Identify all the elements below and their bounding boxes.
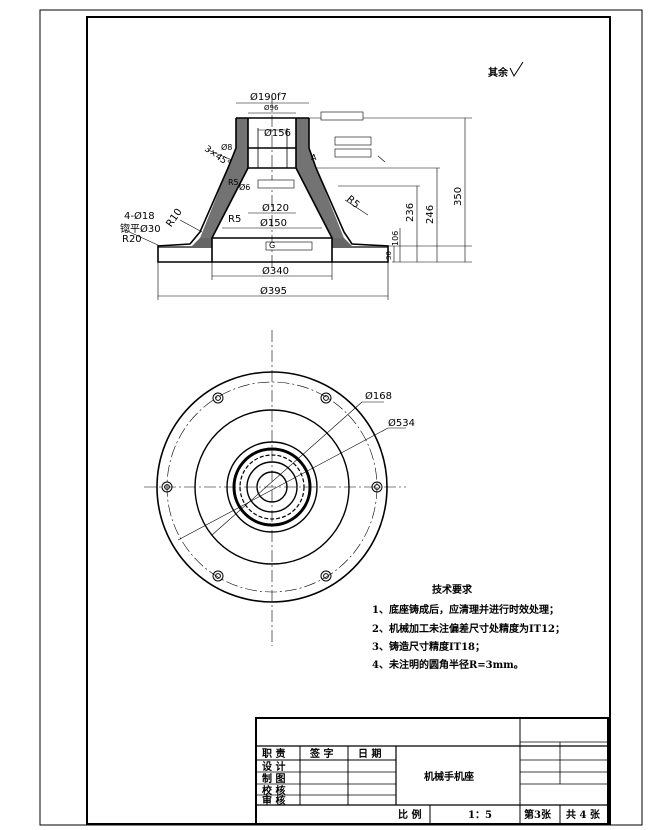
dim-radius-r5-left: R5 bbox=[228, 214, 241, 225]
bolt-hole bbox=[320, 570, 332, 582]
dim-top-inner-bore: Ø96 bbox=[264, 104, 279, 112]
flange-outer-circle bbox=[156, 371, 388, 603]
dim-misc-d8: Ø8 bbox=[221, 142, 232, 152]
title-block bbox=[255, 717, 609, 825]
plan-dim-d168: Ø168 bbox=[365, 390, 392, 402]
tb-role-review: 审 核 bbox=[262, 794, 285, 807]
tb-scale-label: 比 例 bbox=[398, 808, 421, 821]
tb-header-duty: 职 责 bbox=[262, 747, 285, 760]
bolt-holes bbox=[161, 392, 383, 582]
dim-radius-r10: R10 bbox=[164, 207, 184, 229]
plan-view bbox=[144, 330, 406, 646]
dim-misc-r5: R5 bbox=[228, 178, 239, 187]
tolerance-frames bbox=[257, 111, 372, 251]
tb-part-name: 机械手机座 bbox=[424, 770, 474, 783]
tb-header-date: 日 期 bbox=[358, 747, 381, 760]
bore-outer-circle bbox=[246, 461, 298, 513]
plan-dim-d534: Ø534 bbox=[388, 417, 415, 429]
dim-height-106: 106 bbox=[391, 231, 400, 246]
tb-role-check: 校 核 bbox=[262, 784, 285, 797]
dim-inner-base: Ø150 bbox=[260, 217, 287, 229]
dim-spotface: 锪平Ø30 bbox=[120, 222, 161, 235]
dim-height-246: 246 bbox=[425, 205, 436, 224]
bolt-circle bbox=[166, 381, 378, 593]
dim-base: Ø340 bbox=[262, 265, 289, 277]
tech-req-item: 4、未注明的圆角半径R=3mm。 bbox=[372, 658, 524, 671]
bolt-hole bbox=[320, 392, 332, 404]
bolt-hole bbox=[161, 481, 173, 493]
dim-neck: Ø120 bbox=[262, 202, 289, 214]
bore-circle bbox=[256, 471, 288, 503]
front-section-view: Ø190f7 Ø96 Ø156 Ø120 Ø150 Ø340 Ø395 350 … bbox=[120, 91, 472, 300]
bolt-hole bbox=[212, 570, 224, 582]
roughness-note: 其余 bbox=[488, 61, 524, 79]
dim-bore-top: Ø156 bbox=[264, 127, 291, 139]
tb-role-design: 设 计 bbox=[262, 760, 285, 773]
dim-misc-d6: Ø6 bbox=[239, 182, 250, 192]
tech-req-item: 2、机械加工未注偏差尺寸处精度为IT12； bbox=[372, 622, 565, 635]
leader-d168 bbox=[211, 401, 363, 536]
roughness-note-text: 其余 bbox=[488, 66, 509, 79]
tech-req-item: 3、铸造尺寸精度IT18； bbox=[372, 640, 485, 653]
hub-inner-ring bbox=[239, 454, 305, 520]
dim-misc-a: A bbox=[311, 153, 317, 162]
hub-ring-circle bbox=[232, 447, 312, 527]
tb-sheet-no: 第3张 bbox=[524, 808, 552, 821]
base-circle bbox=[194, 409, 350, 565]
dim-height-30: 30 bbox=[385, 251, 393, 260]
tb-scale-value: 1：5 bbox=[468, 810, 492, 821]
tech-req-title: 技术要求 bbox=[432, 583, 473, 596]
dim-radius-r20: R20 bbox=[122, 234, 142, 245]
tech-req-item: 1、底座铸成后，应清理并进行时效处理； bbox=[372, 603, 559, 616]
dim-top-outer: Ø190f7 bbox=[250, 91, 287, 103]
dim-radius-r5-right: R5 bbox=[344, 194, 361, 211]
dimension-lines bbox=[124, 102, 472, 300]
section-hatch bbox=[158, 118, 388, 248]
bolt-hole bbox=[371, 481, 383, 493]
outer-border bbox=[39, 9, 643, 826]
leader-d534 bbox=[177, 427, 389, 541]
bolt-hole bbox=[212, 392, 224, 404]
part-outline bbox=[157, 117, 389, 263]
dim-misc-g: G bbox=[269, 241, 275, 250]
dimension-texts: Ø190f7 Ø96 Ø156 Ø120 Ø150 Ø340 Ø395 350 … bbox=[120, 91, 464, 297]
tb-header-sign: 签 字 bbox=[309, 747, 333, 760]
tech-requirements: 技术要求 1、底座铸成后，应清理并进行时效处理； 2、机械加工未注偏差尺寸处精度… bbox=[372, 583, 565, 671]
hub-outer-circle bbox=[226, 441, 318, 533]
dim-height-350: 350 bbox=[453, 187, 464, 206]
dim-holes: 4-Ø18 bbox=[124, 210, 155, 222]
dim-flange: Ø395 bbox=[260, 285, 287, 297]
tb-sheet-total: 共 4 张 bbox=[566, 808, 601, 821]
roughness-symbol-icon bbox=[509, 61, 524, 78]
tb-role-draw: 制 图 bbox=[262, 772, 285, 785]
title-block-texts: 职 责 签 字 日 期 设 计 制 图 校 核 审 核 机械手机座 比 例 1：… bbox=[262, 747, 601, 821]
dim-height-236: 236 bbox=[405, 203, 416, 222]
